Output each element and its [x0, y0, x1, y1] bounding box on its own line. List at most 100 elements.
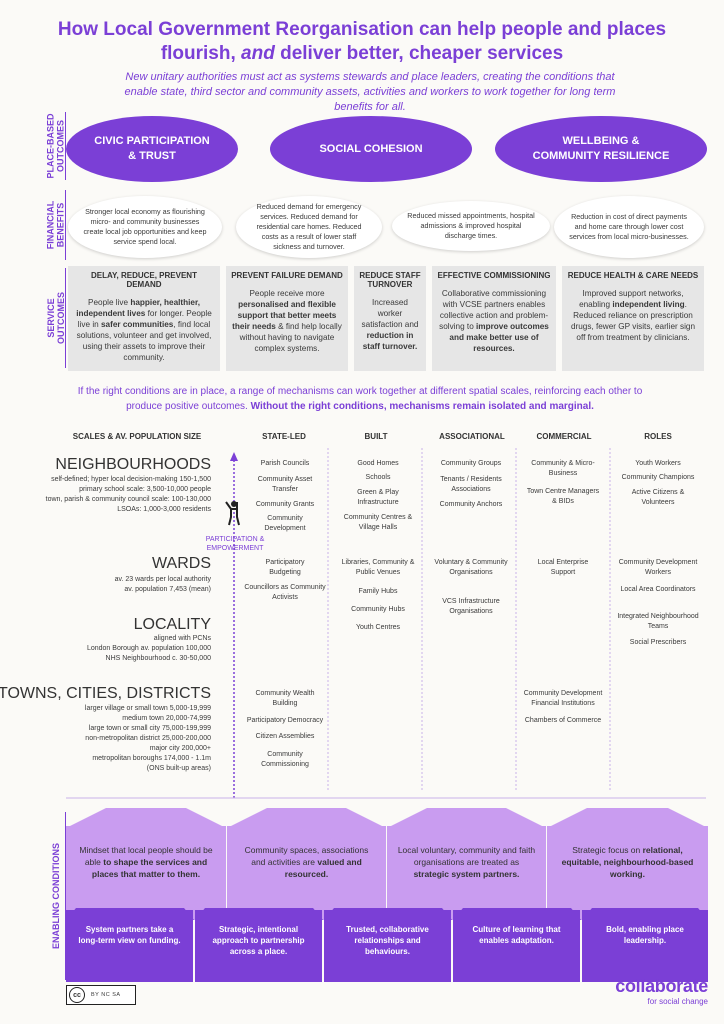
- cell-schools: Schools: [365, 474, 391, 481]
- cell-voluntary-community: Voluntary & Community Organisations: [434, 559, 508, 576]
- cell-tenants-residents: Tenants / Residents Associations: [440, 476, 502, 493]
- cell-community-hubs: Community Hubs: [351, 606, 405, 613]
- cell-community-dev-workers: Community Development Workers: [618, 559, 698, 576]
- column-header-roles: ROLES: [644, 432, 672, 441]
- enabling-bottom-learning: Culture of learning that enables adaptat…: [453, 910, 580, 982]
- cell-green-play: Green & Play Infrastructure: [357, 489, 399, 506]
- cell-community-centres: Community Centres & Village Halls: [343, 514, 413, 531]
- cell-vcs-infrastructure: VCS Infrastructure Organisations: [442, 598, 500, 615]
- cell-town-centre-managers: Town Centre Managers & BIDs: [526, 488, 600, 505]
- outcome-line: CIVIC PARTICIPATION: [94, 135, 210, 147]
- scale-neighbourhoods: NEIGHBOURHOODS: [55, 456, 211, 473]
- outcome-social-cohesion: SOCIAL COHESION: [270, 116, 472, 182]
- column-header-state: STATE-LED: [262, 432, 306, 441]
- benefit-missed-appointments: Reduced missed appointments, hospital ad…: [392, 201, 550, 251]
- cell-community-champions: Community Champions: [621, 474, 695, 481]
- cell-participatory-budgeting: Participatory Budgeting: [265, 559, 305, 576]
- title-part: deliver better, cheaper services: [274, 43, 564, 64]
- column-header-built: BUILT: [364, 432, 388, 441]
- cell-community-anchors: Community Anchors: [439, 501, 503, 508]
- cell-local-area-coordinators: Local Area Coordinators: [620, 586, 696, 593]
- service-text: People live happier, healthier, independ…: [76, 298, 212, 362]
- cell-cdfi: Community Development Financial Institut…: [523, 690, 603, 707]
- service-text: People receive more personalised and fle…: [232, 289, 342, 353]
- service-health-care: REDUCE HEALTH & CARE NEEDS Improved supp…: [562, 266, 704, 371]
- cell-family-hubs: Family Hubs: [358, 588, 398, 595]
- column-header-scales: SCALES & AV. POPULATION SIZE: [72, 432, 202, 441]
- scale-wards: WARDS: [152, 555, 211, 572]
- creative-commons-icon: cc BY NC SA: [66, 985, 136, 1005]
- title-line-2: flourish, and deliver better, cheaper se…: [0, 42, 724, 66]
- scale-towns-cities-desc: larger village or small town 5,000-19,99…: [84, 705, 211, 772]
- scale-locality: LOCALITY: [133, 616, 211, 633]
- brand-name: collaborate: [615, 976, 708, 996]
- service-text: Increased worker satisfaction and reduct…: [361, 298, 419, 351]
- cell-parish-councils: Parish Councils: [260, 460, 310, 467]
- outcome-line: SOCIAL COHESION: [319, 142, 423, 155]
- participation-label: PARTICIPATION &EMPOWERMENT: [205, 536, 265, 552]
- service-title: EFFECTIVE COMMISSIONING: [437, 271, 551, 280]
- title-emphasis: and: [241, 43, 275, 64]
- enabling-conditions-label: ENABLING CONDITIONS: [46, 812, 66, 980]
- cell-chambers-of-commerce: Chambers of Commerce: [524, 717, 602, 724]
- cell-good-homes: Good Homes: [357, 460, 399, 467]
- connector-text: If the right conditions are in place, a …: [77, 386, 643, 412]
- cell-community-asset-transfer: Community Asset Transfer: [257, 476, 313, 493]
- cell-active-citizens: Active Citizens & Volunteers: [631, 489, 685, 506]
- cc-symbol: cc: [69, 987, 85, 1003]
- enabling-roof: [66, 808, 708, 828]
- column-header-associational: ASSOCIATIONAL: [439, 432, 505, 441]
- service-title: REDUCE HEALTH & CARE NEEDS: [567, 271, 699, 280]
- cell-councillors: Councillors as Community Activists: [244, 584, 326, 601]
- brand-logo: collaborate for social change: [615, 976, 708, 1006]
- cell-integrated-teams: Integrated Neighbourhood Teams: [617, 613, 699, 630]
- cell-citizen-assemblies: Citizen Assemblies: [255, 733, 315, 740]
- service-commissioning: EFFECTIVE COMMISSIONING Collaborative co…: [432, 266, 556, 371]
- cc-terms: BY NC SA: [91, 992, 121, 998]
- brand-tagline: for social change: [647, 997, 708, 1006]
- cell-libraries: Libraries, Community & Public Venues: [341, 559, 415, 576]
- cell-youth-centres: Youth Centres: [355, 624, 401, 631]
- cell-community-commissioning: Community Commissioning: [261, 751, 309, 768]
- cell-local-enterprise: Local Enterprise Support: [537, 559, 589, 576]
- benefit-reduced-demand: Reduced demand for emergency services. R…: [236, 196, 382, 258]
- outcome-civic-participation: CIVIC PARTICIPATION& TRUST: [66, 116, 238, 182]
- enabling-top-relational: Strategic focus on relational, equitable…: [547, 826, 708, 920]
- enabling-bottom-funding: System partners take a long-term view on…: [66, 910, 193, 982]
- service-staff-turnover: REDUCE STAFF TURNOVER Increased worker s…: [354, 266, 426, 371]
- cell-micro-business: Community & Micro-Business: [531, 460, 595, 477]
- enabling-top-mindset: Mindset that local people should be able…: [66, 826, 226, 920]
- service-title: DELAY, REDUCE, PREVENT DEMAND: [91, 271, 197, 289]
- scale-towns-cities: TOWNS, CITIES, DISTRICTS: [0, 685, 211, 702]
- person-cheering-icon: [225, 501, 240, 526]
- cell-community-groups: Community Groups: [440, 460, 502, 467]
- service-text: Improved support networks, enabling inde…: [570, 289, 696, 342]
- service-title: PREVENT FAILURE DEMAND: [231, 271, 343, 280]
- enabling-top-spaces: Community spaces, associations and activ…: [227, 826, 386, 920]
- enabling-top-vcs: Local voluntary, community and faith org…: [387, 826, 546, 920]
- benefit-local-economy: Stronger local economy as flourishing mi…: [68, 196, 222, 258]
- service-delay-reduce: DELAY, REDUCE, PREVENT DEMAND People liv…: [68, 266, 220, 371]
- title-part: flourish,: [160, 43, 242, 64]
- subtitle: New unitary authorities must act as syst…: [124, 71, 616, 113]
- cell-community-development: Community Development: [264, 515, 306, 532]
- service-prevent-failure: PREVENT FAILURE DEMAND People receive mo…: [226, 266, 348, 371]
- enabling-bottom-trust: Trusted, collaborative relationships and…: [324, 910, 451, 982]
- scale-neighbourhoods-desc: self-defined; hyper local decision-makin…: [45, 476, 211, 513]
- benefit-direct-payments: Reduction in cost of direct payments and…: [554, 196, 704, 258]
- service-title: REDUCE STAFF TURNOVER: [359, 271, 421, 289]
- cell-social-prescribers: Social Prescribers: [629, 639, 687, 646]
- cell-participatory-democracy: Participatory Democracy: [246, 717, 324, 724]
- outcome-line: COMMUNITY RESILIENCE: [532, 150, 670, 162]
- cell-youth-workers: Youth Workers: [635, 460, 681, 467]
- cell-community-wealth-building: Community Wealth Building: [255, 690, 315, 707]
- cell-community-grants: Community Grants: [255, 501, 315, 508]
- page-title: How Local Government Reorganisation can …: [0, 18, 724, 66]
- outcome-wellbeing: WELLBEING &COMMUNITY RESILIENCE: [495, 116, 707, 182]
